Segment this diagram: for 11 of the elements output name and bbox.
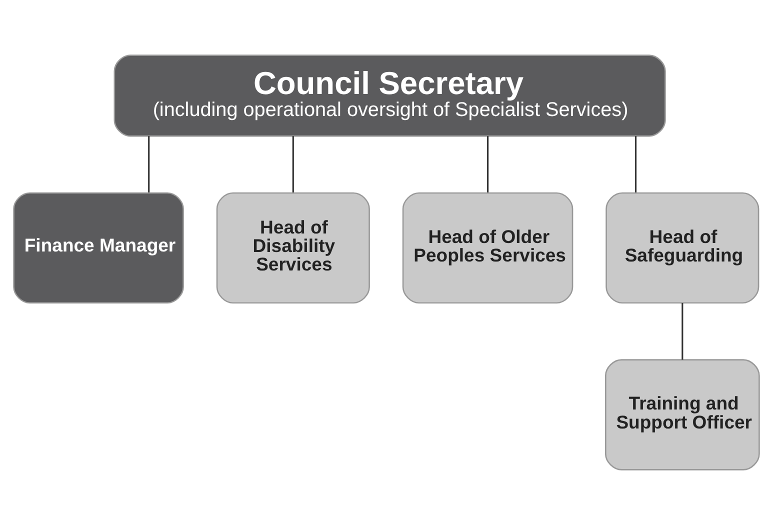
- connector: [292, 136, 294, 192]
- connector: [487, 136, 489, 192]
- node-box: Head of Disability Services: [216, 192, 370, 304]
- connector: [148, 136, 150, 192]
- connector: [634, 136, 637, 192]
- node-box: Council Secretary (including operational oversight of Specialist Services): [114, 54, 666, 136]
- node-box: Head of Older Peoples Services: [402, 192, 574, 304]
- node-box: Finance Manager: [13, 192, 184, 304]
- connector: [682, 302, 684, 360]
- node-box: Head of Safeguarding: [606, 192, 760, 304]
- node-box: Training and Support Officer: [604, 358, 760, 470]
